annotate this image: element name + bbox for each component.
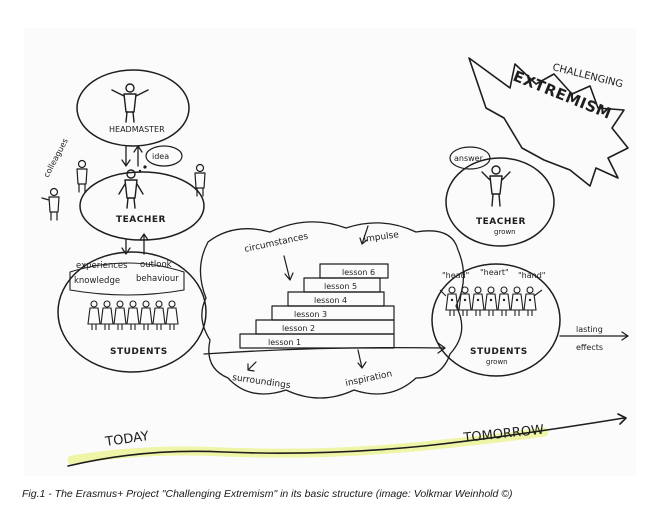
left-structure: HEADMASTER idea TEACHER bbox=[41, 69, 207, 373]
effects-label: effects bbox=[576, 343, 603, 352]
impulse-label: impulse bbox=[363, 230, 400, 245]
teacher-grown-circle bbox=[445, 157, 555, 247]
behaviour-label: behaviour bbox=[136, 274, 179, 284]
flow-arrow bbox=[203, 342, 446, 355]
students-grown-sub: grown bbox=[486, 358, 508, 366]
heart-marks bbox=[450, 298, 532, 302]
lesson-2-label: lesson 2 bbox=[282, 324, 315, 333]
idea-label: idea bbox=[152, 152, 169, 161]
arrow-teacher-headmaster bbox=[133, 145, 143, 167]
head-label: "head" bbox=[442, 271, 469, 280]
step-lesson-6 bbox=[319, 263, 389, 279]
student-figures-right bbox=[439, 286, 543, 316]
timeline: TODAY TOMORROW bbox=[67, 413, 627, 467]
step-lesson-2 bbox=[255, 319, 395, 335]
circumstances-label: circumstances bbox=[244, 232, 310, 255]
heart-label: "heart" bbox=[480, 268, 509, 277]
students-circle bbox=[57, 251, 207, 373]
students-label-left: STUDENTS bbox=[110, 347, 168, 357]
lesson-6-label: lesson 6 bbox=[342, 268, 375, 277]
lasting-label: lasting bbox=[576, 325, 603, 334]
today-label: TODAY bbox=[103, 429, 149, 450]
figure-caption: Fig.1 - The Erasmus+ Project "Challengin… bbox=[22, 488, 513, 500]
right-structure: answer TEACHER grown "head" "heart" "han… bbox=[431, 146, 629, 377]
student-figures-left bbox=[87, 300, 179, 330]
sketch-drawing: CHALLENGING EXTREMISM HEADMASTER idea bbox=[41, 57, 629, 467]
headmaster-figure bbox=[111, 83, 149, 123]
teacher-grown-sub: grown bbox=[494, 228, 516, 236]
lesson-1-label: lesson 1 bbox=[268, 338, 301, 347]
students-grown-label: STUDENTS bbox=[470, 347, 528, 357]
step-lesson-3 bbox=[271, 305, 395, 321]
teacher-grown-label: TEACHER bbox=[476, 217, 526, 227]
lasting-effects-arrow bbox=[559, 331, 629, 341]
inspiration-label: inspiration bbox=[345, 369, 394, 389]
lesson-3-label: lesson 3 bbox=[294, 310, 327, 319]
colleague-figures bbox=[41, 159, 206, 221]
lesson-staircase: lesson 1 lesson 2 lesson 3 lesson 4 less… bbox=[239, 263, 395, 349]
knowledge-label: knowledge bbox=[74, 276, 120, 286]
step-lesson-1 bbox=[239, 333, 395, 349]
headmaster-label: HEADMASTER bbox=[109, 125, 165, 134]
surroundings-arrow bbox=[247, 361, 257, 372]
teacher-figure bbox=[118, 169, 144, 209]
teacher-grown-figure bbox=[481, 165, 511, 207]
tomorrow-label: TOMORROW bbox=[462, 423, 545, 446]
students-grown-circle bbox=[431, 263, 561, 377]
arrow-students-teacher bbox=[139, 233, 149, 255]
speech-cloud bbox=[69, 262, 185, 296]
lesson-5-label: lesson 5 bbox=[324, 282, 357, 291]
timeline-arrow bbox=[67, 413, 627, 467]
impulse-arrow bbox=[359, 225, 369, 245]
cloud-outline bbox=[199, 221, 465, 399]
answer-bubble bbox=[449, 146, 491, 170]
lesson-4-label: lesson 4 bbox=[314, 296, 347, 305]
headmaster-circle bbox=[76, 69, 190, 147]
colleagues-label: colleagues bbox=[42, 137, 70, 179]
sketch-figure: CHALLENGING EXTREMISM HEADMASTER idea bbox=[24, 28, 636, 476]
teacher-circle bbox=[79, 171, 205, 241]
idea-bubble bbox=[145, 145, 183, 167]
inspiration-arrow bbox=[357, 349, 367, 369]
answer-label: answer bbox=[454, 154, 484, 163]
lesson-cloud: circumstances impulse lesson 1 lesson 2 … bbox=[199, 221, 465, 399]
teacher-label: TEACHER bbox=[116, 215, 166, 225]
hand-label: "hand" bbox=[518, 271, 545, 280]
circumstances-arrow bbox=[283, 255, 294, 281]
experiences-label: experiences bbox=[76, 261, 128, 271]
arrow-headmaster-teacher bbox=[121, 145, 131, 167]
